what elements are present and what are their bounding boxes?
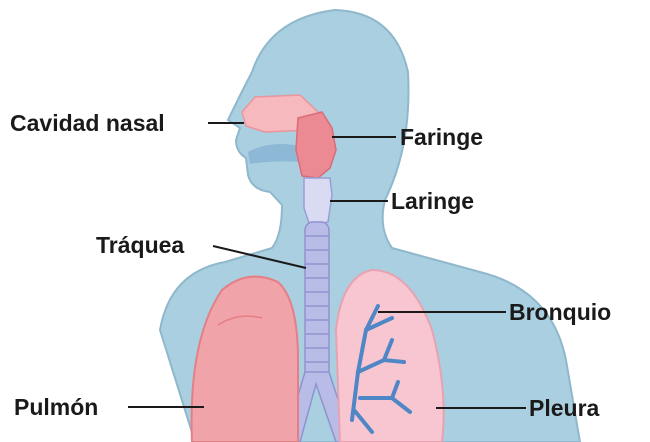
label-bronchus: Bronquio bbox=[509, 299, 611, 325]
label-pleura: Pleura bbox=[529, 395, 600, 421]
label-pharynx: Faringe bbox=[400, 124, 483, 150]
label-trachea: Tráquea bbox=[96, 232, 184, 258]
label-larynx: Laringe bbox=[391, 188, 474, 214]
label-nasal-cavity: Cavidad nasal bbox=[10, 110, 165, 136]
trachea-tube bbox=[305, 222, 329, 380]
larynx-shape bbox=[304, 178, 332, 226]
label-lung: Pulmón bbox=[14, 394, 98, 420]
